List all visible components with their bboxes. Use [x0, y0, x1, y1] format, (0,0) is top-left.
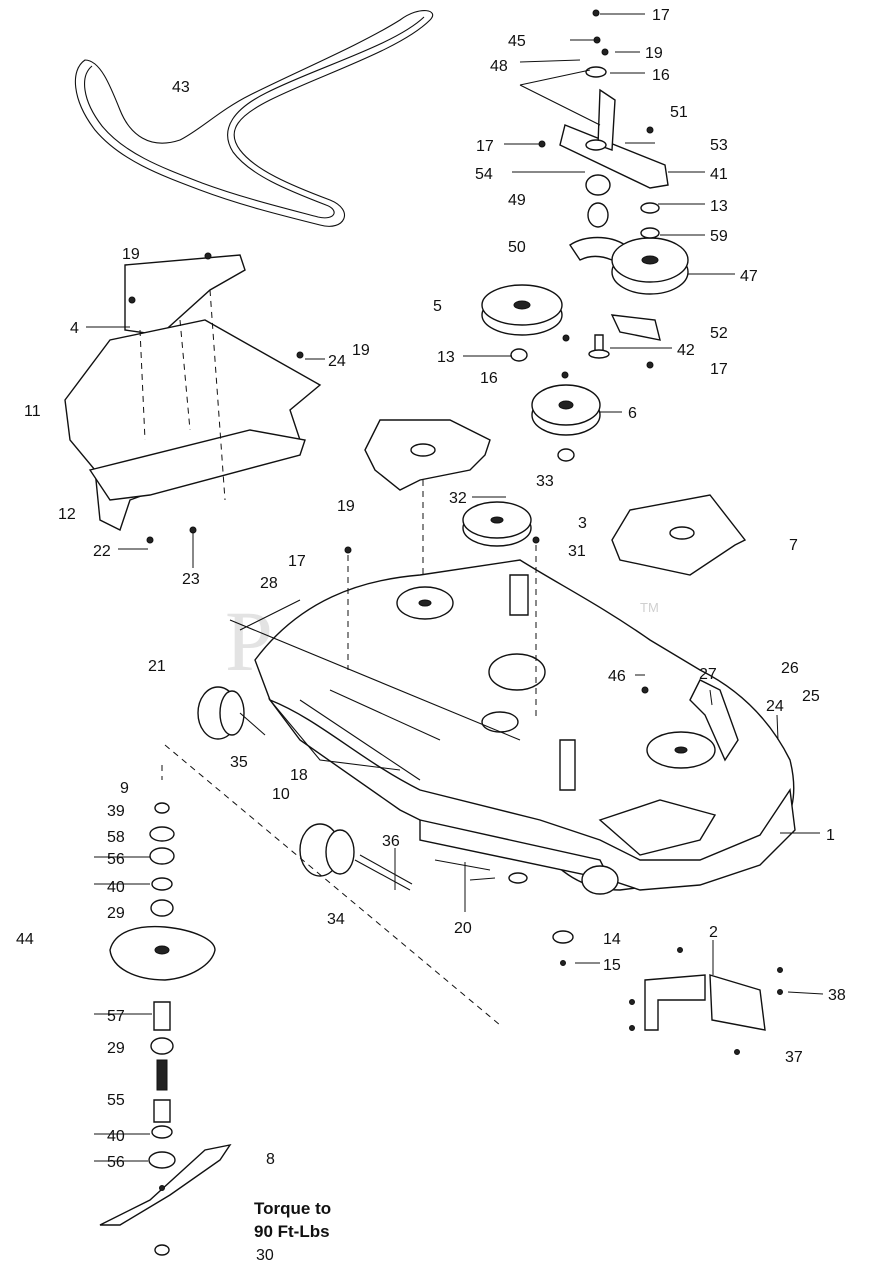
- callout-labels: 17 45 19 48 16 43 51 17 53 54 41 49 13 5…: [16, 7, 846, 1264]
- callout-2: 2: [709, 924, 718, 941]
- callout-53: 53: [710, 137, 728, 154]
- callout-9: 9: [120, 780, 129, 797]
- callout-8: 8: [266, 1151, 275, 1168]
- callout-41: 41: [710, 166, 728, 183]
- callout-15: 15: [603, 957, 621, 974]
- pulleys: [462, 202, 689, 547]
- callout-12: 12: [58, 506, 76, 523]
- callout-19: 19: [352, 342, 370, 359]
- callout-43: 43: [172, 79, 190, 96]
- callout-13: 13: [710, 198, 728, 215]
- leader-lines: [86, 13, 824, 1162]
- callout-25: 25: [802, 688, 820, 705]
- torque-note-line1: Torque to: [254, 1199, 331, 1218]
- callout-4: 4: [70, 320, 79, 337]
- drive-belt: [74, 10, 433, 227]
- callout-46: 46: [608, 668, 626, 685]
- torque-note: Torque to 90 Ft-Lbs: [254, 1199, 331, 1241]
- callout-57: 57: [107, 1008, 125, 1025]
- callout-30: 30: [256, 1247, 274, 1264]
- callout-37: 37: [785, 1049, 803, 1066]
- belt-cover-assembly: [64, 252, 322, 544]
- callout-11: 11: [24, 403, 41, 420]
- callout-42: 42: [677, 342, 695, 359]
- callout-5: 5: [433, 298, 442, 315]
- callout-29: 29: [107, 905, 125, 922]
- callout-59: 59: [710, 228, 728, 245]
- callout-26: 26: [781, 660, 799, 677]
- callout-54: 54: [475, 166, 493, 183]
- callout-31: 31: [568, 543, 586, 560]
- callout-52: 52: [710, 325, 728, 342]
- callout-56: 56: [107, 1154, 125, 1171]
- side-bracket: [508, 872, 783, 1055]
- callout-40: 40: [107, 1128, 125, 1145]
- callout-16: 16: [480, 370, 498, 387]
- callout-17: 17: [710, 361, 728, 378]
- callout-55: 55: [107, 1092, 125, 1109]
- callout-16: 16: [652, 67, 670, 84]
- callout-58: 58: [107, 829, 125, 846]
- callout-1: 1: [826, 827, 835, 844]
- pulley-6: [531, 384, 601, 436]
- callout-29: 29: [107, 1040, 125, 1057]
- callout-51: 51: [670, 104, 688, 121]
- callout-17: 17: [476, 138, 494, 155]
- callout-38: 38: [828, 987, 846, 1004]
- callout-56: 56: [107, 851, 125, 868]
- callout-32: 32: [449, 490, 467, 507]
- callout-17: 17: [288, 553, 306, 570]
- callout-39: 39: [107, 803, 125, 820]
- callout-36: 36: [382, 833, 400, 850]
- callout-28: 28: [260, 575, 278, 592]
- pulley-47: [611, 237, 689, 295]
- callout-13: 13: [437, 349, 455, 366]
- watermark-trademark: TM: [640, 600, 659, 615]
- callout-35: 35: [230, 754, 248, 771]
- callout-10: 10: [272, 786, 290, 803]
- pulley-5: [481, 284, 563, 336]
- callout-19: 19: [122, 246, 140, 263]
- callout-22: 22: [93, 543, 111, 560]
- callout-40: 40: [107, 879, 125, 896]
- callout-47: 47: [740, 268, 758, 285]
- callout-48: 48: [490, 58, 508, 75]
- callout-17: 17: [652, 7, 670, 24]
- callout-24: 24: [328, 353, 346, 370]
- callout-14: 14: [603, 931, 621, 948]
- anti-scalp-wheels: [197, 686, 496, 891]
- torque-note-line2: 90 Ft-Lbs: [254, 1222, 330, 1241]
- idler-arm-assembly: [519, 9, 669, 261]
- callout-45: 45: [508, 33, 526, 50]
- callout-44: 44: [16, 931, 34, 948]
- callout-21: 21: [148, 658, 166, 675]
- callout-7: 7: [789, 537, 798, 554]
- callout-34: 34: [327, 911, 345, 928]
- callout-24: 24: [766, 698, 784, 715]
- callout-23: 23: [182, 571, 200, 588]
- callout-49: 49: [508, 192, 526, 209]
- callout-33: 33: [536, 473, 554, 490]
- callout-19: 19: [645, 45, 663, 62]
- callout-6: 6: [628, 405, 637, 422]
- callout-19: 19: [337, 498, 355, 515]
- mower-deck: [229, 536, 796, 895]
- pulley-3: [462, 501, 532, 547]
- spindle-stack: [99, 744, 501, 1256]
- callout-3: 3: [578, 515, 587, 532]
- callout-50: 50: [508, 239, 526, 256]
- callout-18: 18: [290, 767, 308, 784]
- spindle-covers: [364, 419, 747, 600]
- callout-27: 27: [699, 666, 717, 683]
- callout-20: 20: [454, 920, 472, 937]
